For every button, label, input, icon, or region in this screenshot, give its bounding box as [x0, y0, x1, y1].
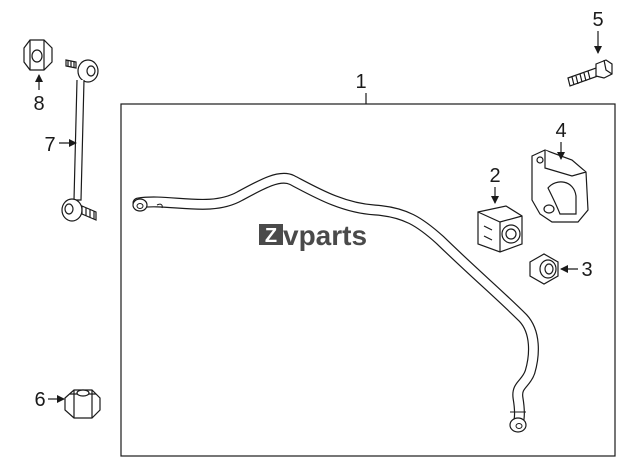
bolt-icon [567, 59, 613, 87]
watermark-mark: Z [265, 225, 277, 247]
callout-number: 8 [33, 93, 44, 115]
stabilizer-bar-icon [132, 172, 539, 433]
watermark-text: vparts [283, 220, 367, 251]
callout-number: 5 [592, 9, 603, 31]
callout-3: 3 [560, 259, 593, 281]
assembly-frame [120, 103, 616, 457]
callout-number: 4 [555, 120, 566, 142]
callout-number: 2 [489, 165, 500, 187]
callout-number: 6 [34, 389, 45, 411]
callout-1: 1 [355, 71, 367, 104]
callout-number: 3 [581, 259, 592, 281]
callout-4: 4 [555, 120, 567, 160]
bracket-icon [531, 149, 589, 223]
callout-8: 8 [33, 74, 45, 115]
nut-icon [64, 389, 101, 419]
callout-6: 6 [34, 389, 65, 411]
callout-5: 5 [592, 9, 604, 54]
callout-2: 2 [489, 165, 501, 204]
bushing-icon [477, 205, 523, 253]
spacer-icon [529, 253, 559, 285]
nut-icon [23, 39, 53, 71]
callout-7: 7 [44, 134, 77, 156]
callout-number: 7 [44, 134, 55, 156]
stabilizer-link-icon [61, 59, 99, 222]
callout-number: 1 [355, 71, 366, 93]
watermark-logo: Z vparts [259, 220, 367, 251]
